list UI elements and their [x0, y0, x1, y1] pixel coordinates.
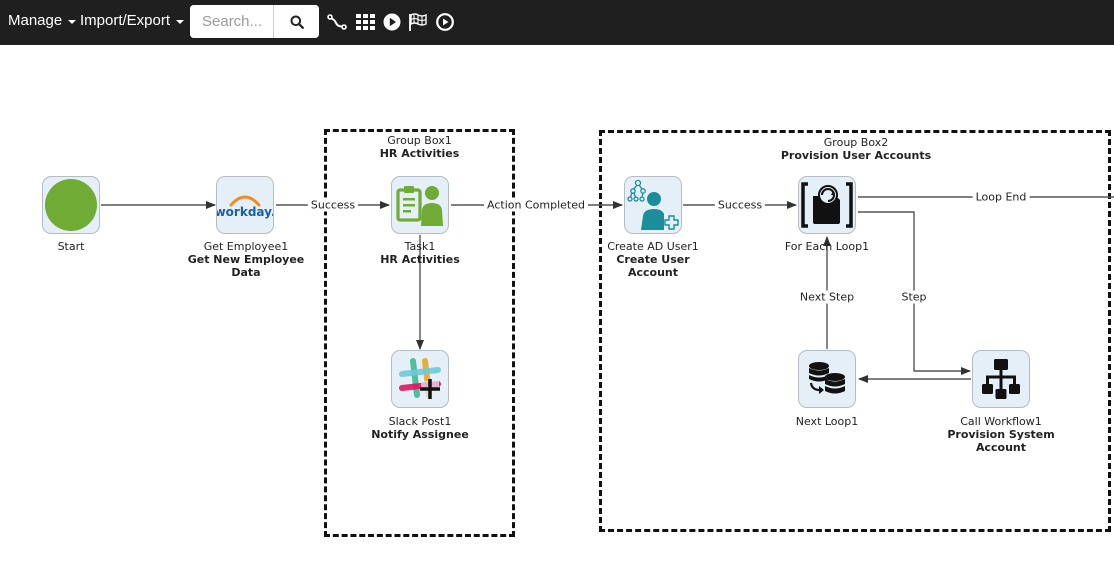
search-icon [290, 15, 304, 29]
group-box-1-name: Group Box1 [387, 134, 452, 147]
group-box-2-name: Group Box2 [823, 136, 889, 149]
node-call-workflow-label: Call Workflow1 Provision System Account [941, 415, 1061, 454]
ad-user-add-icon [627, 179, 679, 230]
group-box-1-title: Group Box1 HR Activities [324, 134, 515, 160]
workday-logo-text: workday. [217, 205, 273, 219]
node-call-workflow-description: Provision System Account [947, 428, 1055, 454]
node-get-employee-label: Get Employee1 Get New Employee Data [181, 240, 311, 279]
manage-menu-label: Manage [8, 12, 63, 29]
group-box-provision-user-accounts[interactable] [599, 130, 1111, 532]
slack-post-icon [399, 358, 441, 399]
caret-down-icon [176, 19, 185, 24]
node-next-loop-label: Next Loop1 [796, 415, 859, 428]
node-task-name: Task1 [404, 240, 436, 253]
caret-down-icon [68, 19, 77, 24]
node-create-ad-user-name: Create AD User1 [607, 240, 699, 253]
node-get-employee[interactable]: workday. [216, 176, 274, 234]
group-box-2-description: Provision User Accounts [780, 149, 932, 162]
next-loop-icon [809, 362, 845, 394]
node-start-name: Start [57, 240, 85, 253]
node-task-label: Task1 HR Activities [380, 240, 460, 266]
node-slack-post-label: Slack Post1 Notify Assignee [371, 415, 469, 441]
node-create-ad-user-description: Create User Account [616, 253, 690, 279]
node-slack-post[interactable] [391, 350, 449, 408]
task-assign-icon [396, 186, 443, 226]
search-button[interactable] [273, 5, 319, 38]
top-toolbar: Manage Import/Export [0, 0, 1114, 45]
node-next-loop-name: Next Loop1 [795, 415, 859, 428]
grid-icon[interactable] [355, 11, 377, 33]
edge-label-step: Step [898, 290, 930, 304]
node-slack-post-description: Notify Assignee [371, 428, 469, 441]
group-box-hr-activities[interactable] [324, 129, 515, 537]
search-input[interactable] [190, 5, 273, 38]
run-icon[interactable] [381, 11, 403, 33]
node-next-loop[interactable] [798, 350, 856, 408]
node-task[interactable] [391, 176, 449, 234]
connector-icon[interactable] [326, 11, 348, 33]
node-call-workflow[interactable] [972, 350, 1030, 408]
flag-icon[interactable] [407, 11, 429, 33]
import-export-menu[interactable]: Import/Export [80, 12, 185, 29]
group-box-2-title: Group Box2 Provision User Accounts [700, 136, 1012, 162]
workday-logo-icon: workday. [217, 195, 273, 219]
edge-label-success-2: Success [714, 198, 766, 212]
node-for-each-loop-name: For Each Loop1 [784, 240, 870, 253]
start-circle-icon [45, 179, 97, 231]
group-box-1-description: HR Activities [379, 147, 460, 160]
call-workflow-icon [982, 359, 1020, 399]
node-create-ad-user-label: Create AD User1 Create User Account [603, 240, 703, 279]
node-for-each-loop[interactable] [798, 176, 856, 234]
edge-label-success-1: Success [307, 198, 359, 212]
node-call-workflow-name: Call Workflow1 [960, 415, 1042, 428]
edge-label-loop-end: Loop End [972, 190, 1030, 204]
node-get-employee-description: Get New Employee Data [187, 253, 305, 279]
node-task-description: HR Activities [380, 253, 460, 266]
node-create-ad-user[interactable] [624, 176, 682, 234]
node-start[interactable] [42, 176, 100, 234]
for-each-loop-icon [801, 182, 853, 228]
import-export-menu-label: Import/Export [80, 12, 171, 29]
play-circle-icon[interactable] [434, 11, 456, 33]
search-group [190, 5, 319, 38]
node-get-employee-name: Get Employee1 [203, 240, 289, 253]
manage-menu[interactable]: Manage [8, 12, 77, 29]
edge-label-next-step: Next Step [796, 290, 858, 304]
node-start-label: Start [58, 240, 85, 253]
edge-label-action-completed: Action Completed [484, 198, 588, 212]
node-slack-post-name: Slack Post1 [388, 415, 452, 428]
node-for-each-loop-label: For Each Loop1 [785, 240, 869, 253]
